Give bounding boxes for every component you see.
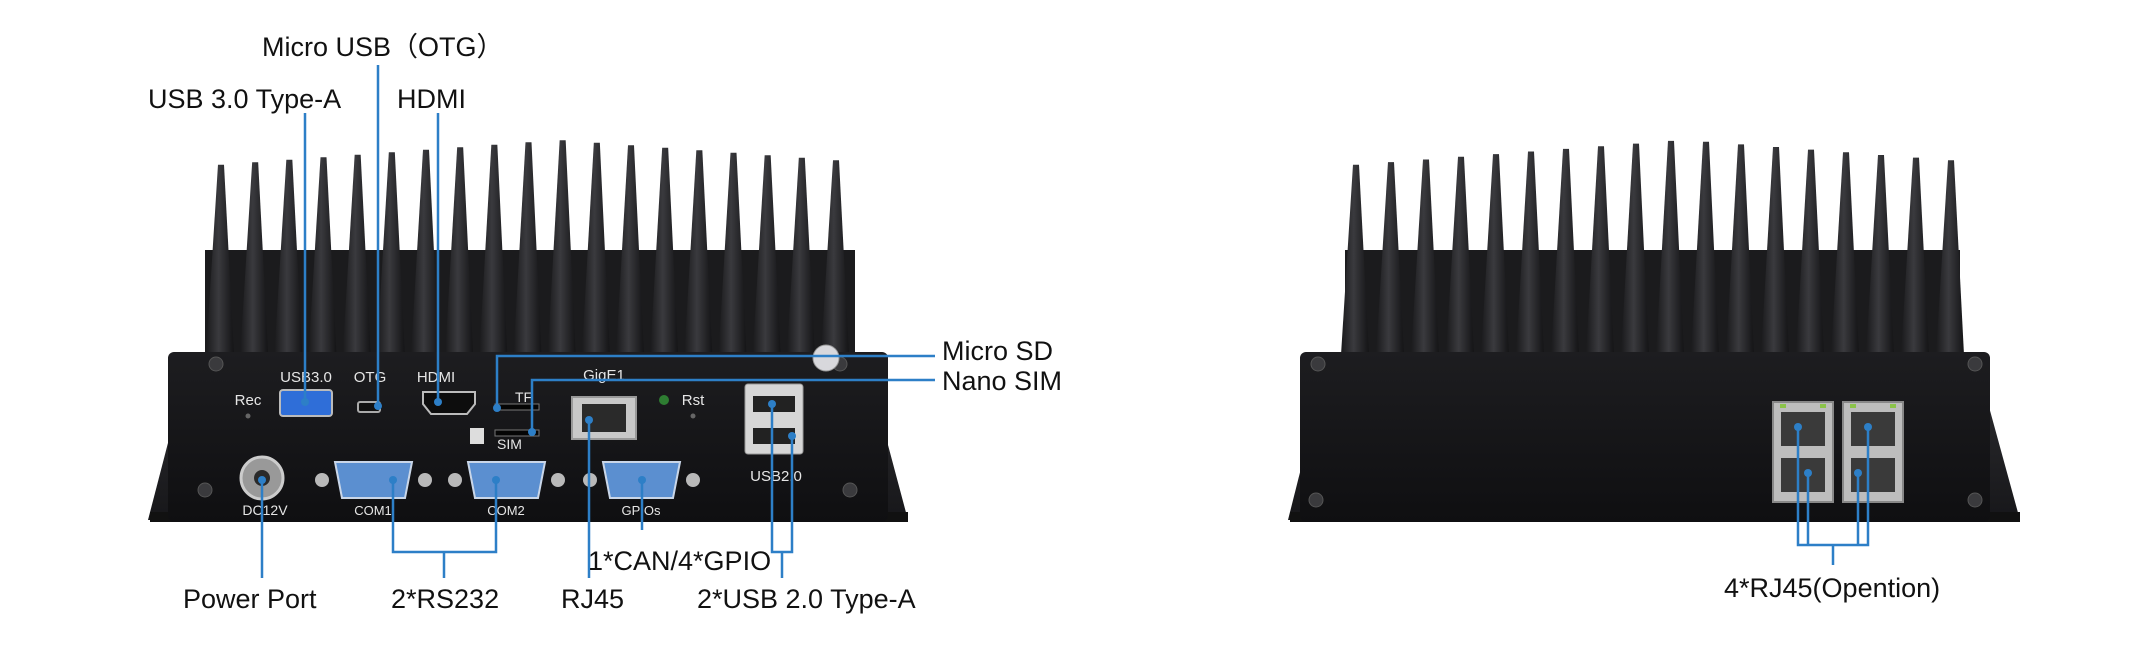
rj45-option-label: 4*RJ45(Opention) bbox=[1724, 573, 1941, 603]
rj45-port bbox=[1851, 412, 1895, 446]
heatsink-fin bbox=[581, 142, 610, 355]
heatsink-fin bbox=[1761, 147, 1789, 355]
micro-sd-label: Micro SD bbox=[942, 336, 1054, 366]
heatsink-fin bbox=[342, 154, 371, 355]
power-port-label: Power Port bbox=[183, 584, 317, 614]
silk-com2: COM2 bbox=[487, 503, 525, 518]
nano-sim-label: Nano SIM bbox=[942, 366, 1063, 396]
heatsink-fin bbox=[1726, 144, 1754, 355]
heatsink-fin bbox=[718, 152, 747, 355]
screw-icon bbox=[208, 356, 224, 372]
front-device: USB3.0 OTG HDMI TF SIM GigE1 Rec Rst DC1… bbox=[148, 140, 908, 522]
silk-rst: Rst bbox=[682, 392, 705, 409]
silk-tf: TF bbox=[515, 389, 532, 405]
silk-rec: Rec bbox=[235, 392, 262, 409]
can-gpio-label: 1*CAN/4*GPIO bbox=[588, 546, 772, 576]
heatsink-fin bbox=[1411, 159, 1439, 355]
rst-button bbox=[690, 413, 696, 419]
heatsink-fin bbox=[1691, 141, 1719, 355]
silk-gige1: GigE1 bbox=[583, 367, 625, 384]
usb20-type-a-label: 2*USB 2.0 Type-A bbox=[697, 584, 916, 614]
hdmi-port bbox=[422, 391, 476, 415]
screw-icon bbox=[842, 482, 858, 498]
heatsink-fin bbox=[411, 149, 439, 355]
status-led bbox=[659, 395, 669, 405]
heatsink-fin bbox=[1936, 160, 1964, 355]
heatsink-fins bbox=[206, 140, 849, 355]
heatsink-fin bbox=[1341, 164, 1369, 355]
rj45-quad bbox=[1772, 401, 1904, 503]
sim-icon bbox=[470, 428, 484, 444]
silk-hdmi: HDMI bbox=[417, 369, 455, 386]
sim-slot bbox=[494, 429, 540, 437]
screw-icon bbox=[197, 482, 213, 498]
heatsink-fin bbox=[513, 142, 542, 355]
heatsink-fin bbox=[786, 157, 815, 355]
heatsink-fin bbox=[206, 164, 234, 355]
rear-device bbox=[1288, 140, 2020, 522]
heatsink-fin bbox=[1586, 146, 1614, 355]
heatsink-fin bbox=[1376, 162, 1404, 355]
screw-icon bbox=[1308, 492, 1324, 508]
silk-dc12v: DC12V bbox=[242, 502, 288, 518]
rs232-label: 2*RS232 bbox=[391, 584, 500, 614]
rj45-port bbox=[1781, 458, 1825, 492]
silk-otg: OTG bbox=[354, 369, 387, 386]
heatsink-fin bbox=[376, 152, 405, 355]
heatsink-fin bbox=[821, 160, 849, 355]
micro-usb-otg-label: Micro USB（OTG） bbox=[262, 32, 504, 62]
heatsink-fin bbox=[1831, 152, 1859, 355]
heatsink-fin bbox=[1866, 154, 1894, 355]
rj45-port bbox=[1781, 412, 1825, 446]
silk-usb20: USB2.0 bbox=[750, 468, 802, 485]
usb30-type-a-label: USB 3.0 Type-A bbox=[148, 84, 342, 114]
antenna-hole bbox=[812, 344, 840, 372]
heatsink-fin bbox=[547, 140, 576, 355]
heatsink-fin bbox=[1516, 151, 1544, 355]
hdmi-label: HDMI bbox=[397, 84, 466, 114]
heatsink-fin bbox=[684, 150, 713, 355]
screw-icon bbox=[1967, 492, 1983, 508]
heatsink-fin bbox=[308, 157, 337, 355]
silk-sim: SIM bbox=[497, 436, 522, 452]
rj45-label: RJ45 bbox=[561, 584, 625, 614]
heatsink-fin bbox=[274, 159, 303, 355]
heatsink-fin bbox=[752, 155, 781, 355]
rec-led bbox=[245, 413, 251, 419]
heatsink-fin bbox=[1901, 157, 1929, 355]
screw-icon bbox=[1310, 356, 1326, 372]
heatsink-fin bbox=[1621, 143, 1649, 355]
heatsink-fins bbox=[1341, 140, 1964, 355]
heatsink-fin bbox=[1481, 154, 1509, 355]
heatsink-fin bbox=[1446, 156, 1474, 355]
heatsink-fin bbox=[1796, 149, 1824, 355]
heatsink-fin bbox=[445, 147, 474, 355]
usb20-port-bottom bbox=[753, 428, 795, 444]
silk-com1: COM1 bbox=[354, 503, 392, 518]
leader-lines bbox=[260, 65, 1870, 578]
heatsink-fin bbox=[616, 145, 644, 355]
heatsink-fin bbox=[1656, 140, 1684, 355]
screw-icon bbox=[1967, 356, 1983, 372]
leader-dots bbox=[258, 398, 1872, 484]
heatsink-fin bbox=[240, 162, 269, 355]
heatsink-fin bbox=[650, 147, 679, 355]
com2-connector bbox=[448, 461, 565, 499]
heatsink-fin bbox=[1551, 148, 1579, 355]
heatsink-fin bbox=[479, 144, 508, 355]
